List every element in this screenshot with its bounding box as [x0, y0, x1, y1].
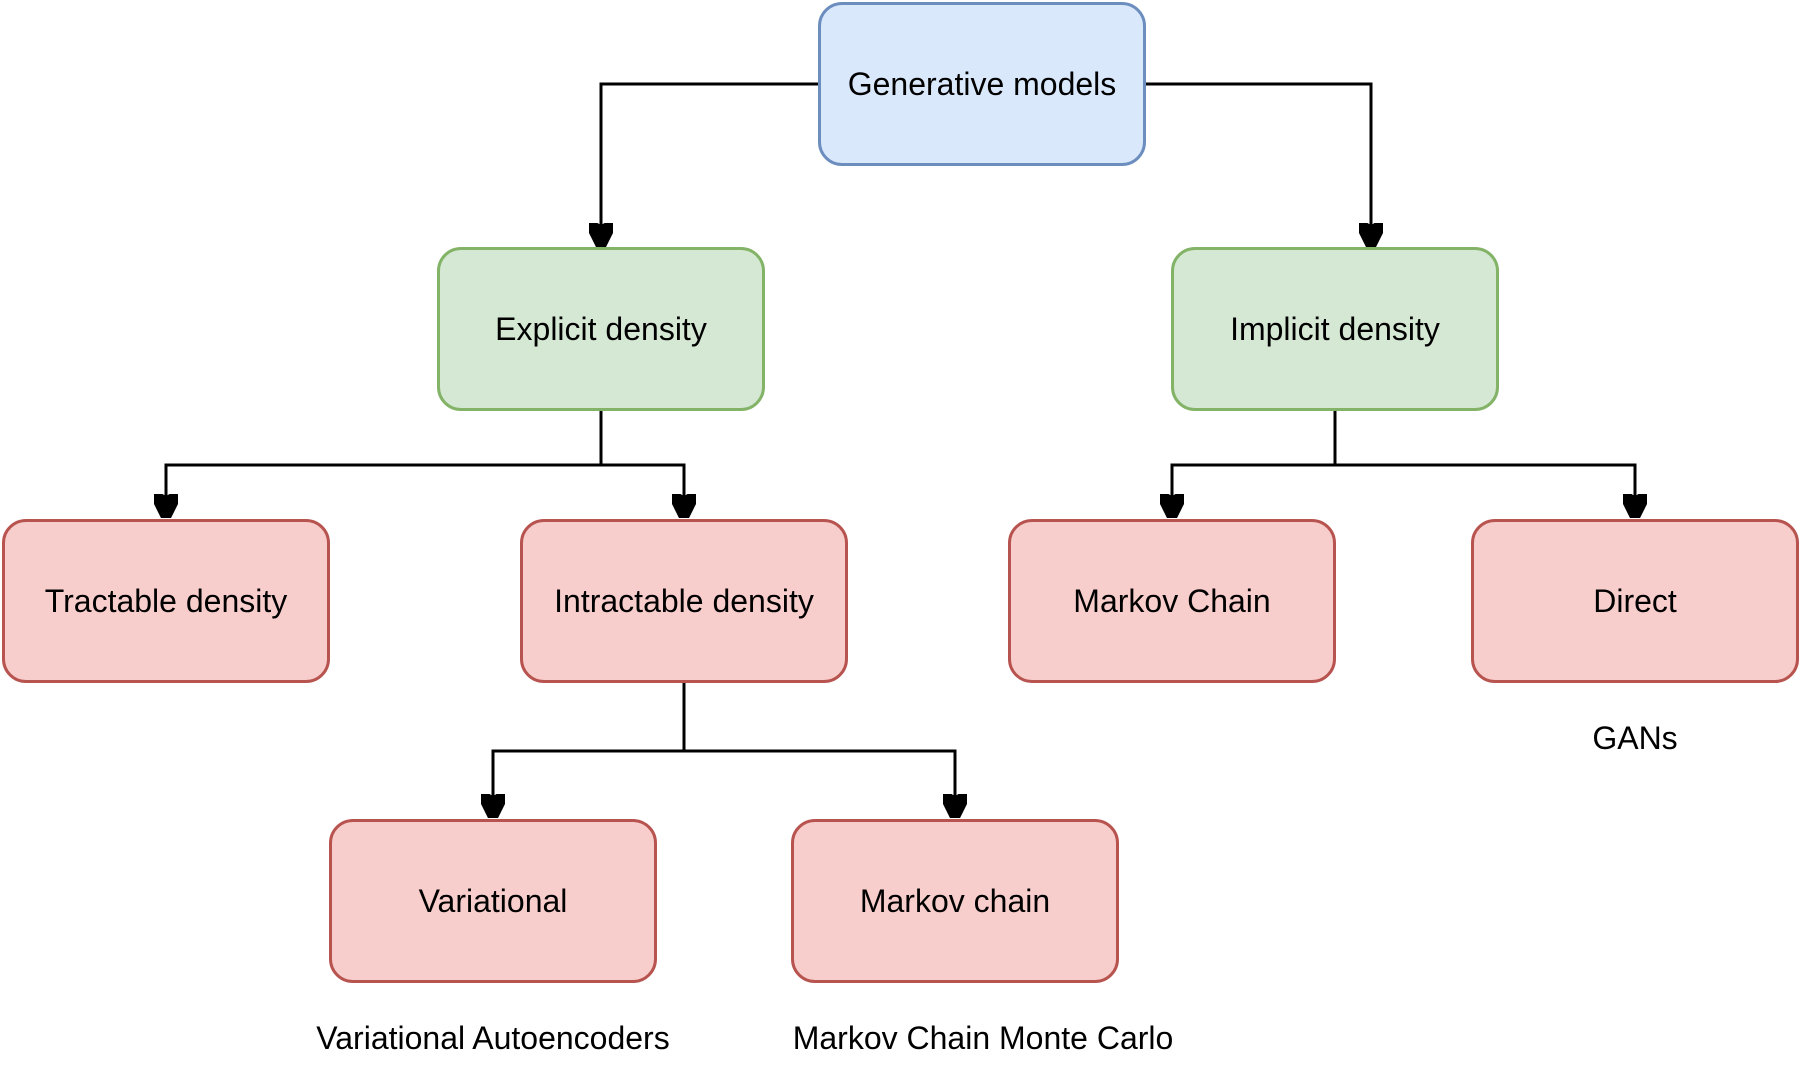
node-generative-models: Generative models [818, 2, 1146, 166]
edge-explicit-to-tractable [166, 411, 603, 515]
node-variational-label: Variational [418, 882, 568, 919]
node-generative-models-label: Generative models [847, 65, 1117, 102]
edge-intractable-to-variational [493, 683, 686, 815]
caption-variational-autoencoders: Variational Autoencoders [316, 1020, 670, 1056]
edge-generative-to-explicit [601, 82, 818, 244]
node-explicit-density-label: Explicit density [495, 310, 707, 347]
node-direct: Direct [1471, 519, 1799, 683]
node-variational: Variational [329, 819, 657, 983]
node-intractable-density-label: Intractable density [554, 582, 814, 619]
node-direct-label: Direct [1593, 582, 1677, 619]
node-tractable-density-label: Tractable density [44, 582, 288, 619]
node-implicit-density-label: Implicit density [1230, 310, 1440, 347]
node-markov-chain-explicit-label: Markov chain [859, 882, 1051, 919]
edge-intractable-to-markov-chain [684, 749, 955, 815]
caption-gans: GANs [1592, 720, 1678, 756]
node-intractable-density: Intractable density [520, 519, 848, 683]
node-implicit-density: Implicit density [1171, 247, 1499, 411]
node-explicit-density: Explicit density [437, 247, 765, 411]
node-markov-chain-explicit: Markov chain [791, 819, 1119, 983]
edge-implicit-to-markov-chain [1172, 411, 1337, 515]
node-tractable-density: Tractable density [2, 519, 330, 683]
edge-explicit-to-intractable [601, 463, 684, 515]
node-markov-chain-implicit-label: Markov Chain [1073, 582, 1271, 619]
node-markov-chain-implicit: Markov Chain [1008, 519, 1336, 683]
edge-generative-to-implicit [1146, 82, 1371, 244]
caption-markov-chain-monte-carlo: Markov Chain Monte Carlo [792, 1020, 1174, 1056]
edge-implicit-to-direct [1335, 463, 1635, 515]
